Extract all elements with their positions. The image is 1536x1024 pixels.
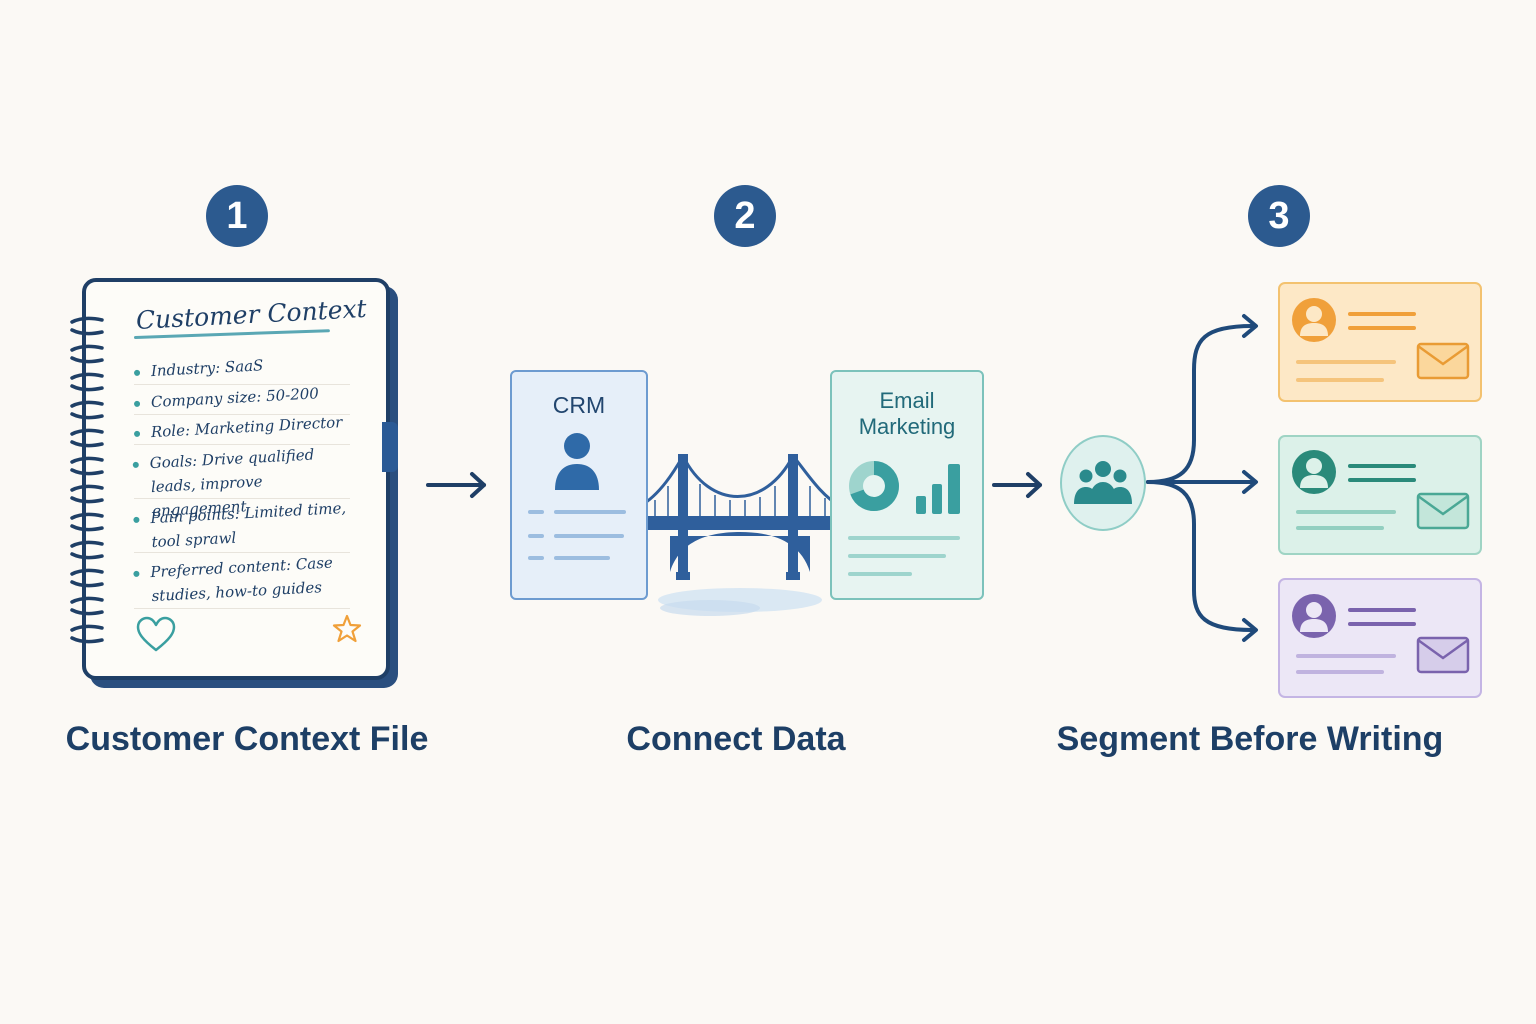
bridge-icon: [639, 454, 841, 616]
donut-chart-icon: [849, 461, 899, 511]
group-icon: [1060, 435, 1146, 531]
email-marketing-title: Email Marketing: [832, 388, 982, 440]
segment-teal-content: [1292, 450, 1416, 530]
branch-arrows: [1146, 314, 1258, 642]
step-2-number: 2: [734, 194, 756, 237]
notebook-rule: [134, 414, 350, 415]
arrow-right-icon: [426, 472, 486, 498]
bullet-dot: [133, 516, 140, 524]
notebook-rule: [134, 384, 350, 385]
notebook-rule: [134, 444, 350, 445]
spiral-binding-icon: [70, 316, 104, 644]
email-marketing-title-text: Email Marketing: [858, 388, 956, 439]
notebook-rule: [134, 498, 350, 499]
star-icon: [332, 614, 362, 643]
step-3-number: 3: [1268, 194, 1290, 237]
bullet-dot: [133, 430, 141, 437]
step-1-label: Customer Context File: [65, 720, 429, 758]
envelope-icon: [1416, 492, 1470, 530]
step-2-badge: 2: [714, 185, 776, 247]
crm-detail-lines: [528, 510, 626, 560]
person-icon: [555, 433, 599, 490]
crm-title: CRM: [552, 392, 606, 418]
notebook-tab: [382, 422, 398, 472]
segment-purple-content: [1292, 594, 1416, 674]
segment-orange-content: [1292, 298, 1416, 382]
step-3-label: Segment Before Writing: [1056, 720, 1444, 758]
step-1-number: 1: [226, 194, 248, 237]
heart-icon: [136, 616, 176, 652]
bullet-dot: [132, 461, 139, 469]
bullet-dot: [133, 369, 141, 376]
step-3-badge: 3: [1248, 185, 1310, 247]
notebook-rule: [134, 552, 350, 553]
bullet-dot: [133, 570, 140, 578]
customer-context-notebook: [82, 278, 390, 680]
bar-chart-icon: [916, 464, 960, 514]
envelope-icon: [1416, 636, 1470, 674]
arrow-right-icon: [992, 472, 1042, 498]
envelope-icon: [1416, 342, 1470, 380]
step-2-label: Connect Data: [626, 720, 846, 758]
step-1-badge: 1: [206, 185, 268, 247]
notebook-rule: [134, 608, 350, 609]
email-detail-lines: [848, 536, 960, 576]
bullet-dot: [133, 400, 141, 407]
